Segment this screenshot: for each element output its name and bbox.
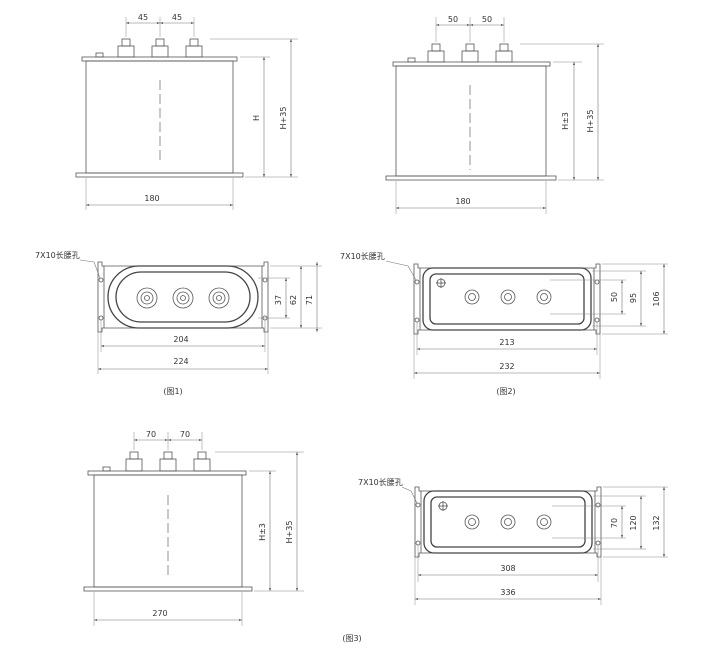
fig2-top-dim-right: 50 — [482, 15, 492, 24]
fig2-ground-symbol — [436, 278, 446, 288]
fig1-front-view: 45 45 H H+35 180 — [75, 13, 298, 210]
fig3-base-dim-outer: 336 — [500, 588, 515, 597]
fig3-plan-view: 7X10长腰孔 70 120 132 308 336 — [358, 477, 668, 605]
fig1-terminals — [117, 38, 203, 58]
fig2-plan-view: 7X10长腰孔 50 95 106 213 232 (图2) — [340, 251, 668, 396]
fig3-base-dim-inner: 308 — [500, 564, 515, 573]
fig3-slot-label: 7X10长腰孔 — [358, 477, 403, 487]
fig3-side-dim-outer: 132 — [652, 515, 661, 530]
fig3-side-dim-inner: 70 — [610, 518, 619, 528]
fig3-bushings — [464, 514, 552, 530]
fig3-caption: (图3) — [342, 634, 361, 643]
fig3-height-label: H±3 — [258, 523, 267, 541]
fig1-top-dim-right: 45 — [172, 13, 182, 22]
fig2-caption: (图2) — [496, 387, 515, 396]
fig1-base-dim-inner: 204 — [173, 335, 188, 344]
fig3-width-label: 270 — [152, 609, 167, 618]
fig1-side-dim-outer: 71 — [305, 295, 314, 305]
fig3-side-dim-mid: 120 — [629, 515, 638, 530]
fig1-base-dim-outer: 224 — [173, 357, 188, 366]
fig2-base-dim-inner: 213 — [499, 338, 514, 347]
fig1-slot-label: 7X10长腰孔 — [35, 250, 80, 260]
fig1-caption: (图1) — [163, 387, 182, 396]
fig3-height-total-label: H+35 — [285, 521, 294, 544]
fig2-base-dim-outer: 232 — [499, 362, 514, 371]
fig1-plan-view: 7X10长腰孔 37 62 71 204 224 (图1) — [35, 250, 322, 396]
fig3-ground-symbol — [438, 501, 448, 511]
fig1-bushings — [136, 287, 230, 309]
fig1-side-dim-inner: 37 — [274, 295, 283, 305]
fig2-height-total-label: H+35 — [586, 110, 595, 133]
fig2-terminals — [427, 43, 513, 63]
fig2-side-dim-mid: 95 — [629, 293, 638, 303]
fig1-side-dim-mid: 62 — [289, 295, 298, 305]
fig3-top-dim-right: 70 — [180, 430, 190, 439]
fig3-terminals — [125, 451, 211, 472]
fig2-side-dim-inner: 50 — [610, 292, 619, 302]
fig2-top-dim-left: 50 — [448, 15, 458, 24]
fig2-front-view: 50 50 H±3 H+35 180 — [385, 15, 604, 214]
fig3-front-view: 70 70 H±3 H+35 270 (图3) — [83, 430, 362, 643]
fig2-height-label: H±3 — [561, 112, 570, 130]
fig1-top-dim-left: 45 — [138, 13, 148, 22]
fig2-bushings — [464, 289, 552, 305]
fig1-height-total-label: H+35 — [279, 107, 288, 130]
fig2-slot-label: 7X10长腰孔 — [340, 251, 385, 261]
fig1-height-label: H — [252, 115, 261, 121]
fig2-side-dim-outer: 106 — [652, 291, 661, 306]
fig1-width-label: 180 — [144, 194, 159, 203]
fig2-width-label: 180 — [455, 197, 470, 206]
fig3-top-dim-left: 70 — [146, 430, 156, 439]
